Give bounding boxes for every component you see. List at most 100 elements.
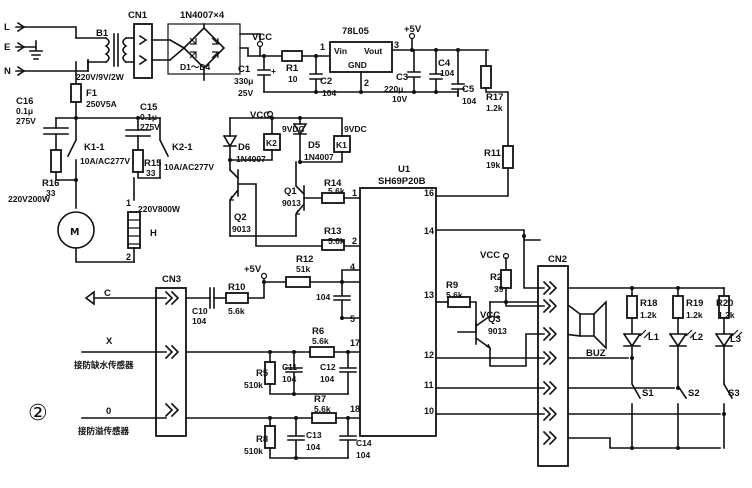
- r13-value: 5.6k: [328, 236, 345, 246]
- r6-ref: R6: [312, 326, 324, 337]
- chip-pin-1: 1: [352, 188, 357, 198]
- c16-value: 0.1μ: [16, 106, 33, 116]
- regulator-pin2: 2: [364, 78, 369, 88]
- c12-value: 104: [320, 374, 334, 384]
- chip-pin-16: 16: [424, 188, 434, 198]
- chip-pin-11: 11: [424, 380, 434, 390]
- regulator-part: 78L05: [342, 26, 370, 37]
- r17-value: 1.2k: [486, 103, 503, 113]
- c1-ref: C1: [238, 64, 251, 75]
- c5-ref: C5: [462, 84, 475, 95]
- k1-rating: 10A/AC277V: [80, 156, 130, 166]
- heater-pin2: 2: [126, 252, 131, 262]
- junctions: [74, 48, 726, 460]
- sensor-inputs: +5V R12 51k 104 CN3 C C10 104 R10 5.6k X…: [74, 254, 372, 460]
- sensor-c-label: C: [104, 288, 111, 299]
- r15-value: 33: [146, 168, 156, 178]
- c11-ref: C11: [282, 362, 297, 372]
- chip-pin-17: 17: [350, 338, 360, 348]
- sensor-dry-label: 接防缺水传感器: [74, 360, 134, 370]
- c2-value: 104: [322, 88, 336, 98]
- r14-value: 5.6k: [328, 186, 345, 196]
- c4-value: 104: [440, 68, 454, 78]
- q1-part: 9013: [282, 198, 301, 208]
- c13-ref: C13: [306, 430, 322, 440]
- c1-plus: +: [271, 66, 276, 76]
- r11-value: 19k: [486, 160, 500, 170]
- connector-cn2: CN2: [435, 235, 725, 467]
- regulator-vin: Vin: [334, 46, 347, 56]
- r8-value: 510k: [244, 446, 263, 456]
- r1-value: 10: [288, 74, 298, 84]
- power-filter: VCC + C1 330μ 25V R1 10 C2 104: [234, 32, 336, 98]
- r20-value: 1.2k: [718, 310, 735, 320]
- ac-load-section: F1 250V5A C16 0.1μ 275V K1-1 10A/AC277V …: [8, 61, 214, 263]
- d6-part: 1N4007: [236, 154, 266, 164]
- plus5v-label-2: +5V: [244, 264, 262, 275]
- r10-ref: R10: [228, 282, 245, 293]
- r12-value: 51k: [296, 264, 310, 274]
- sensor-x-label: X: [106, 336, 113, 347]
- switch-1-label: S1: [642, 388, 654, 399]
- c4-ref: C4: [438, 58, 451, 69]
- bridge-part: 1N4007×4: [180, 10, 225, 21]
- cap-mid-value: 104: [316, 292, 330, 302]
- c10-value: 104: [192, 316, 206, 326]
- led-switch-bank: R18 1.2k L1 S1 R19 1.2k L2 S2 R20 1.2k L…: [622, 287, 743, 449]
- fuse-ref: F1: [86, 88, 98, 99]
- r1-ref: R1: [286, 63, 299, 74]
- r6-value: 5.6k: [312, 336, 329, 346]
- c11-value: 104: [282, 374, 296, 384]
- r18-ref: R18: [640, 298, 657, 309]
- regulator-pin3: 3: [394, 40, 399, 50]
- c14-value: 104: [356, 450, 370, 460]
- c15-value: 0.1μ: [140, 112, 157, 122]
- led-1-label: L1: [648, 332, 660, 343]
- c1-volt: 25V: [238, 88, 253, 98]
- buzzer-driver: R9 5.6k VCC Q3 9013 VCC R2 39 BUZ: [435, 250, 607, 361]
- chip-pin-10: 10: [424, 406, 434, 416]
- r11-ref: R11: [484, 148, 502, 159]
- motor-symbol: M: [70, 227, 79, 238]
- k1-coil-ref: K1: [336, 140, 347, 150]
- r15-ref: R15: [144, 158, 162, 169]
- fuse-rating: 250V5A: [86, 99, 117, 109]
- c2-ref: C2: [320, 76, 332, 87]
- chip-pin-4: 4: [350, 262, 355, 272]
- r5-ref: R5: [256, 368, 269, 379]
- c15-ref: C15: [140, 102, 158, 113]
- chip-pin-18: 18: [350, 404, 360, 414]
- r2-ref: R2: [490, 272, 502, 283]
- regulator-78l05: 78L05 Vin Vout GND 1 2 3: [320, 26, 489, 93]
- c16-volt: 275V: [16, 116, 36, 126]
- c3-volt: 10V: [392, 94, 407, 104]
- r17-ref: R17: [486, 92, 503, 103]
- q2-ref: Q2: [234, 212, 247, 223]
- c12-ref: C12: [320, 362, 336, 372]
- vcc-label-2: VCC: [250, 110, 270, 121]
- r16-ref: R16: [42, 178, 59, 189]
- chip-ref: U1: [398, 164, 411, 175]
- k1-coil-volt: 9VDC: [344, 124, 367, 134]
- plus5v-filter: +5V C3 220μ 10V C4 104 C5 104 R17 1.2k: [263, 24, 509, 147]
- vcc-label-1: VCC: [252, 32, 272, 43]
- c3-ref: C3: [396, 72, 408, 83]
- c3-value: 220μ: [384, 84, 403, 94]
- q1-ref: Q1: [284, 186, 297, 197]
- q2-part: 9013: [232, 224, 251, 234]
- regulator-gnd: GND: [348, 60, 367, 70]
- c10-ref: C10: [192, 306, 208, 316]
- r14-ref: R14: [324, 178, 342, 189]
- chip-pin-5: 5: [350, 314, 355, 324]
- r5-value: 510k: [244, 380, 263, 390]
- r13-ref: R13: [324, 226, 341, 237]
- input-label-l: L: [4, 22, 10, 33]
- chip-pin-2: 2: [352, 236, 357, 246]
- switch-3-label: S3: [728, 388, 740, 399]
- sensor-zero-label: 0: [106, 406, 111, 417]
- heater-ref: H: [150, 228, 157, 239]
- k2-coil-ref: K2: [266, 138, 277, 148]
- r20-ref: R20: [716, 298, 733, 309]
- motor-rating: 220V200W: [8, 194, 51, 204]
